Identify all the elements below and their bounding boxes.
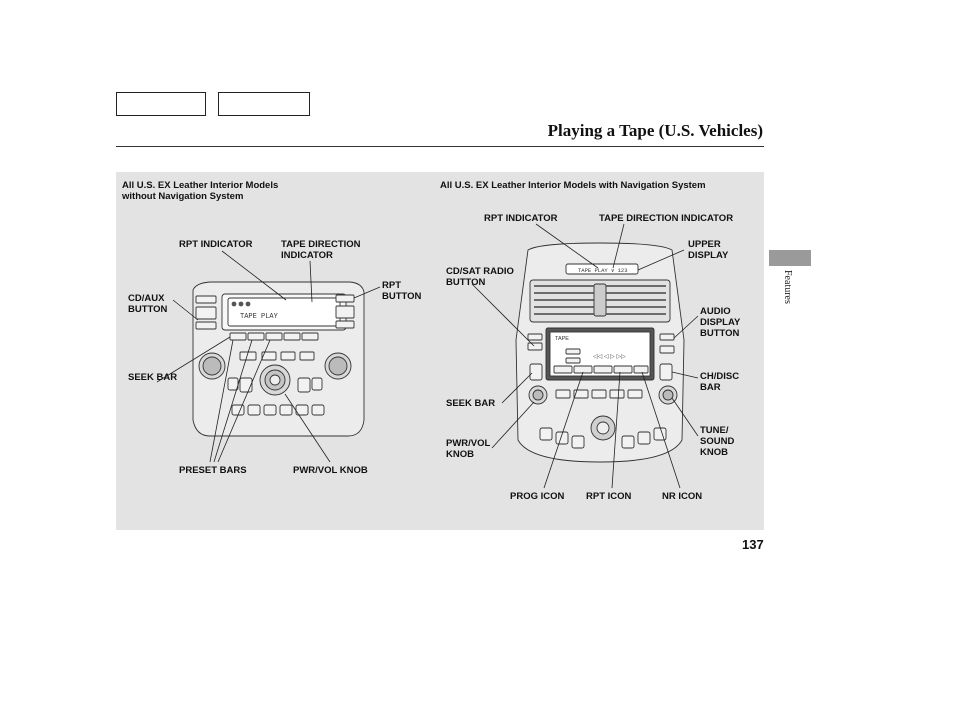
left-label-pwr-vol: PWR/VOL KNOB (293, 465, 368, 476)
left-label-seek-bar: SEEK BAR (128, 372, 178, 383)
left-label-preset-bars: PRESET BARS (179, 465, 247, 476)
right-label-seek-bar: SEEK BAR (446, 398, 496, 409)
right-label-cd-sat: CD/SAT RADIO BUTTON (446, 266, 514, 288)
right-label-nr-icon: NR ICON (662, 491, 703, 502)
right-label-tape-direction: TAPE DIRECTION INDICATOR (599, 213, 734, 224)
page-title: Playing a Tape (U.S. Vehicles) (547, 121, 763, 140)
right-label-tune-sound: TUNE/ SOUND KNOB (700, 425, 735, 458)
right-label-audio-display: AUDIO DISPLAY BUTTON (700, 306, 741, 339)
right-caption: All U.S. EX Leather Interior Models with… (440, 180, 706, 191)
right-label-rpt-indicator: RPT INDICATOR (484, 213, 558, 224)
section-tab[interactable] (769, 250, 811, 266)
nav-button-next[interactable] (218, 92, 310, 116)
nav-button-previous[interactable] (116, 92, 206, 116)
left-label-rpt-indicator: RPT INDICATOR (179, 239, 253, 250)
left-label-cd-aux: CD/AUX BUTTON (128, 293, 168, 315)
right-label-ch-disc: CH/DISC BAR (700, 371, 740, 393)
right-label-prog-icon: PROG ICON (510, 491, 565, 502)
section-label: Features (782, 270, 793, 304)
left-label-tape-direction: TAPE DIRECTION INDICATOR (281, 239, 361, 261)
right-label-rpt-icon: RPT ICON (586, 491, 632, 502)
illustration-panel (116, 172, 764, 530)
right-label-upper-display: UPPER DISPLAY (688, 239, 729, 261)
left-caption: All U.S. EX Leather Interior Models with… (122, 180, 279, 202)
right-label-pwr-vol: PWR/VOL KNOB (446, 438, 491, 460)
left-label-rpt-button: RPT BUTTON (382, 280, 422, 302)
title-rule (116, 146, 764, 147)
page-number: 137 (742, 537, 764, 552)
